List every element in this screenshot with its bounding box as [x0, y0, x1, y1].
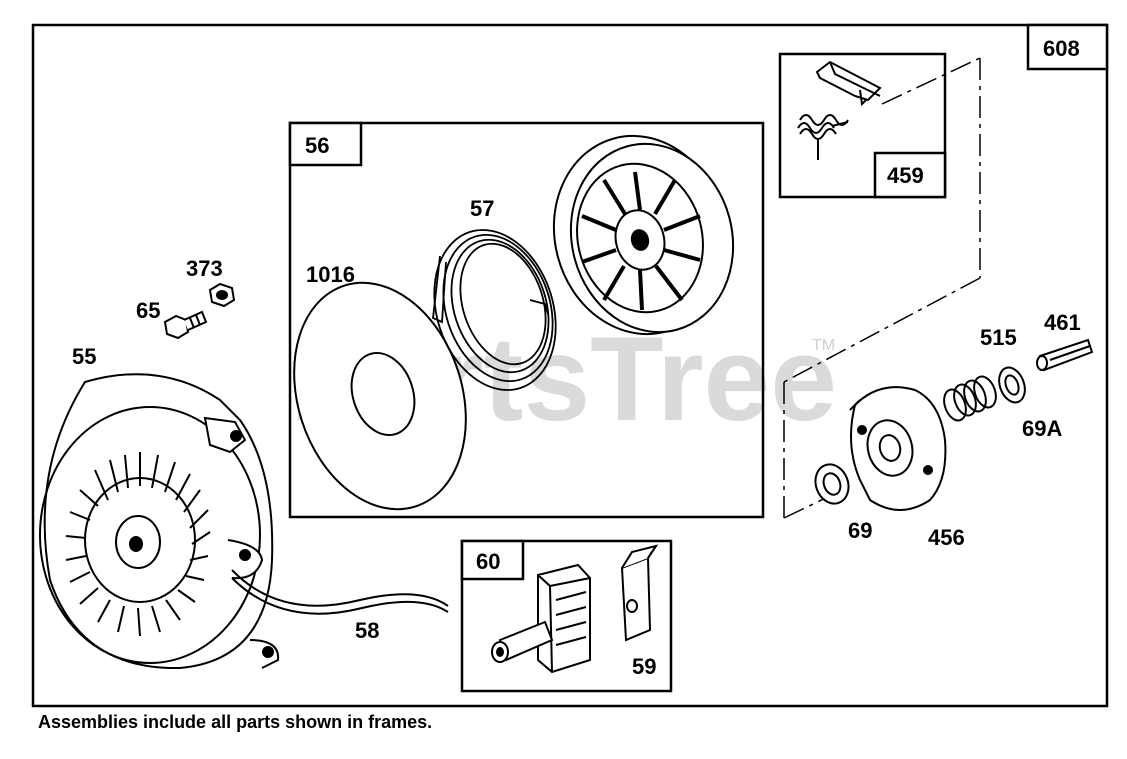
part-label-461: 461 [1044, 310, 1081, 335]
housing-drawing [39, 373, 280, 670]
frame-label-608: 608 [1043, 36, 1080, 61]
insert-drawing [620, 544, 659, 642]
part-label-55: 55 [72, 344, 96, 369]
outer-frame-tag [1026, 23, 1109, 71]
spring-small-drawing [943, 375, 997, 422]
handle-frame-tag [460, 539, 525, 581]
assembly-dash-lines [783, 57, 981, 519]
ratchet-drawing [849, 386, 947, 511]
pulley-frame [288, 121, 765, 519]
housing-fins [65, 452, 211, 637]
part-label-456: 456 [928, 525, 965, 550]
retainer-drawing [998, 366, 1026, 404]
part-label-69: 69 [848, 518, 872, 543]
rope-drawing [231, 569, 449, 607]
frame-label-60: 60 [476, 549, 500, 574]
spring-clip-frame-tag [873, 151, 947, 199]
part-label-1016: 1016 [306, 262, 355, 287]
footer-note: Assemblies include all parts shown in fr… [38, 712, 433, 732]
washer-plate-drawing [293, 281, 467, 511]
part-label-515: 515 [980, 325, 1017, 350]
pin-drawing [1036, 338, 1094, 372]
part-label-373: 373 [186, 256, 223, 281]
part-label-59: 59 [632, 654, 656, 679]
nut-drawing [208, 282, 236, 308]
rope-drawing-edge [231, 577, 449, 615]
pulley-fins [581, 171, 701, 311]
part-label-58: 58 [355, 618, 379, 643]
outer-frame [31, 23, 1109, 708]
handle-frame [460, 539, 673, 693]
pulley-frame-tag [288, 121, 363, 167]
part-label-57: 57 [470, 196, 494, 221]
handle-drawing [491, 563, 591, 674]
part-label-65: 65 [136, 298, 160, 323]
rewind-spring-drawing [432, 229, 557, 391]
washer-small-drawing [814, 463, 850, 505]
frame-label-56: 56 [305, 133, 329, 158]
trademark: TM [812, 337, 835, 354]
frame-label-459: 459 [887, 163, 924, 188]
bolt-drawing [163, 310, 208, 340]
part-label-69A: 69A [1022, 416, 1062, 441]
spring-clip-drawing [797, 60, 882, 160]
